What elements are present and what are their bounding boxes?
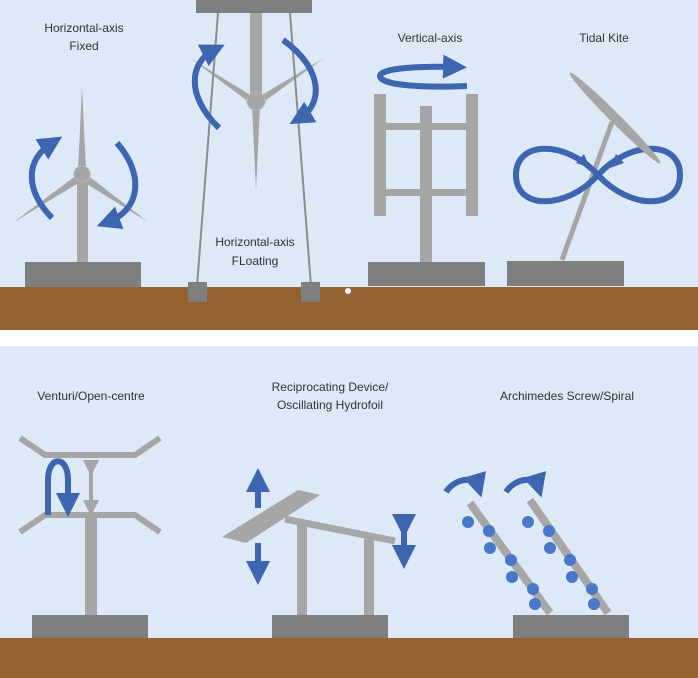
hax-floating-label-2: FLoating [232,254,279,268]
rotation-arrow-icon [96,141,139,230]
bottom-water [0,346,698,639]
marker-dot [345,288,351,294]
rotation-arrow-icon [191,44,225,131]
rotation-arrow-icon [281,37,319,125]
archimedes-screw: Archimedes Screw/Spiral [443,389,634,638]
figure-eight-path-icon [512,145,684,205]
tidal-kite: Tidal Kite [507,31,684,286]
top-seabed [0,287,698,330]
rotation-arrow-icon [28,136,63,221]
vertical-axis-label: Vertical-axis [398,31,463,45]
hax-fixed-turbine: Horizontal-axis Fixed [14,21,148,287]
hax-floating-label-1: Horizontal-axis [215,235,294,249]
reciprocating-label-1: Reciprocating Device/ [272,380,389,394]
rotation-arrow-icon [443,471,487,498]
hax-floating-turbine: Horizontal-axis FLoating [188,0,324,302]
arrow-head-icon [610,154,624,168]
bottom-seabed [0,638,698,678]
reciprocating-label-2: Oscillating Hydrofoil [277,398,383,412]
venturi-device: Venturi/Open-centre [18,389,162,638]
reciprocating-device: Reciprocating Device/ Oscillating Hydrof… [222,380,416,638]
rotation-arrow-icon [503,471,547,498]
hax-fixed-label-1: Horizontal-axis [44,21,123,35]
venturi-label: Venturi/Open-centre [37,389,145,403]
rotation-arrow-icon [376,54,468,90]
vertical-axis-turbine: Vertical-axis [368,31,485,286]
hax-fixed-label-2: Fixed [69,39,98,53]
archimedes-label: Archimedes Screw/Spiral [500,389,634,403]
tidal-kite-label: Tidal Kite [579,31,629,45]
rotation-arrow-icon [45,458,80,517]
arrow-head-icon [576,154,590,168]
panel-divider [0,330,698,346]
